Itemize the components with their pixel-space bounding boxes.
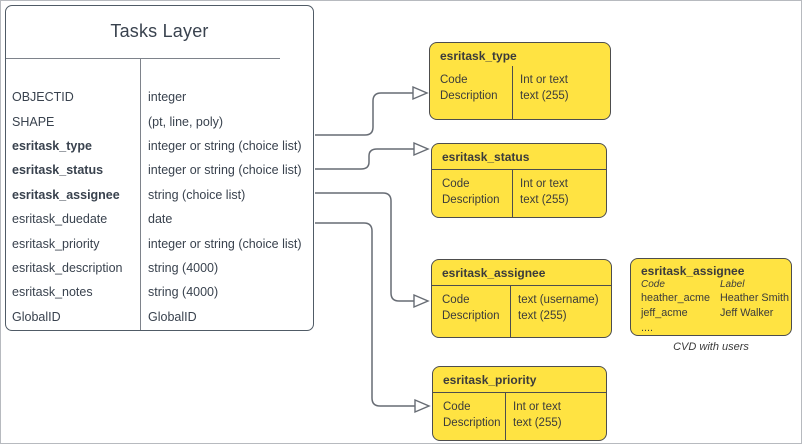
- field-name: esritask_notes: [12, 285, 93, 300]
- cvd-ellipsis: ....: [641, 321, 653, 334]
- code-label: Code: [442, 294, 470, 306]
- description-label: Description: [442, 309, 500, 322]
- code-label: Code: [440, 74, 468, 86]
- description-type: text (255): [518, 309, 567, 322]
- cvd-caption: CVD with users: [673, 341, 749, 353]
- field-type: GlobalID: [148, 309, 197, 324]
- code-label: Code: [443, 401, 471, 413]
- cvd-user-label: Jeff Walker: [720, 306, 774, 319]
- field-type: date: [148, 212, 173, 227]
- domain-title: esritask_assignee: [432, 260, 611, 286]
- cvd-user-label: [720, 321, 791, 335]
- code-type: Int or text: [520, 74, 568, 86]
- domain-code-cell: Code Description: [433, 393, 505, 440]
- field-type: integer: [148, 90, 187, 105]
- tasks-layer-table: Tasks Layer OBJECTID integer SHAPE (pt, …: [5, 5, 314, 331]
- field-type: integer or string (choice list): [148, 138, 302, 153]
- cvd-user-label: Heather Smith: [720, 292, 790, 304]
- arrowhead-esritask-priority: [414, 398, 431, 414]
- connector-esritask-assignee: [315, 192, 414, 302]
- domain-code-cell: Code Description: [430, 66, 512, 119]
- domain-title: esritask_status: [432, 144, 606, 170]
- domain-body: Code Description Int or text text (255): [430, 66, 610, 119]
- code-label: Code: [442, 178, 470, 190]
- description-type: text (255): [513, 416, 562, 429]
- arrowhead-esritask-status: [413, 141, 430, 157]
- field-type: integer or string (choice list): [148, 163, 302, 178]
- cvd-box-title: esritask_assignee: [641, 264, 745, 278]
- code-type: Int or text: [520, 178, 568, 190]
- cvd-users-box: esritask_assignee Code Label heather_acm…: [630, 258, 792, 336]
- domain-body: Code Description Int or text text (255): [432, 170, 606, 217]
- field-row-esritask-type: esritask_type integer or string (choice …: [6, 134, 313, 158]
- connector-esritask-status: [315, 148, 414, 170]
- field-name: esritask_description: [12, 260, 123, 275]
- field-name: SHAPE: [12, 114, 55, 129]
- field-row-esritask-status: esritask_status integer or string (choic…: [6, 158, 313, 182]
- column-divider-line: [140, 58, 141, 330]
- domain-type-cell: text (username) text (255): [510, 286, 611, 337]
- field-name: OBJECTID: [12, 90, 74, 105]
- domain-box-esritask-priority: esritask_priority Code Description Int o…: [432, 366, 607, 441]
- field-name: esritask_priority: [12, 236, 100, 251]
- field-row-shape: SHAPE (pt, line, poly): [6, 109, 313, 133]
- description-type: text (255): [520, 89, 569, 102]
- domain-body: Code Description text (username) text (2…: [432, 286, 611, 337]
- description-label: Description: [443, 416, 501, 429]
- field-name: esritask_type: [12, 138, 92, 153]
- field-name: esritask_status: [12, 163, 104, 178]
- domain-box-esritask-assignee: esritask_assignee Code Description text …: [431, 259, 612, 338]
- field-type: (pt, line, poly): [148, 114, 224, 129]
- field-type: string (4000): [148, 285, 219, 300]
- cvd-label-column-header: Label: [720, 279, 745, 290]
- domain-type-cell: Int or text text (255): [512, 66, 610, 119]
- field-name: esritask_duedate: [12, 212, 108, 227]
- domain-type-cell: Int or text text (255): [505, 393, 606, 440]
- field-row-esritask-assignee: esritask_assignee string (choice list): [6, 183, 313, 207]
- field-type: integer or string (choice list): [148, 236, 302, 251]
- arrowhead-esritask-assignee: [413, 293, 430, 309]
- field-row-esritask-description: esritask_description string (4000): [6, 256, 313, 280]
- field-row-esritask-priority: esritask_priority integer or string (cho…: [6, 231, 313, 255]
- domain-title: esritask_type: [440, 49, 517, 63]
- field-row-esritask-notes: esritask_notes string (4000): [6, 280, 313, 304]
- domain-box-esritask-status: esritask_status Code Description Int or …: [431, 143, 607, 218]
- connector-esritask-priority: [315, 222, 415, 407]
- domain-title: esritask_priority: [433, 367, 606, 393]
- arrowhead-esritask-type: [412, 85, 429, 101]
- field-row-esritask-duedate: esritask_duedate date: [6, 207, 313, 231]
- cvd-code-column-header: Code: [641, 279, 665, 290]
- connector-esritask-type: [315, 92, 413, 136]
- field-name: esritask_assignee: [12, 187, 120, 202]
- cvd-user-code: heather_acme: [641, 292, 711, 304]
- field-type: string (4000): [148, 260, 219, 275]
- domain-body: Code Description Int or text text (255): [433, 393, 606, 440]
- domain-type-cell: Int or text text (255): [512, 170, 606, 217]
- cvd-user-code: jeff_acme: [641, 306, 688, 319]
- code-type: text (username): [518, 294, 599, 306]
- cvd-user-list: Code Label heather_acme Heather Smith je…: [641, 278, 791, 335]
- field-row-objectid: OBJECTID integer: [6, 85, 313, 109]
- description-label: Description: [442, 193, 500, 206]
- code-type: Int or text: [513, 401, 561, 413]
- tasks-layer-title: Tasks Layer: [110, 21, 209, 41]
- field-row-globalid: GlobalID GlobalID: [6, 305, 313, 329]
- field-list: OBJECTID integer SHAPE (pt, line, poly) …: [6, 85, 313, 329]
- domain-code-cell: Code Description: [432, 286, 510, 337]
- domain-box-esritask-type: esritask_type Code Description Int or te…: [429, 42, 611, 120]
- description-type: text (255): [520, 193, 569, 206]
- title-separator-line: [6, 58, 280, 59]
- domain-code-cell: Code Description: [432, 170, 512, 217]
- field-type: string (choice list): [148, 187, 246, 202]
- field-name: GlobalID: [12, 309, 61, 324]
- description-label: Description: [440, 89, 498, 102]
